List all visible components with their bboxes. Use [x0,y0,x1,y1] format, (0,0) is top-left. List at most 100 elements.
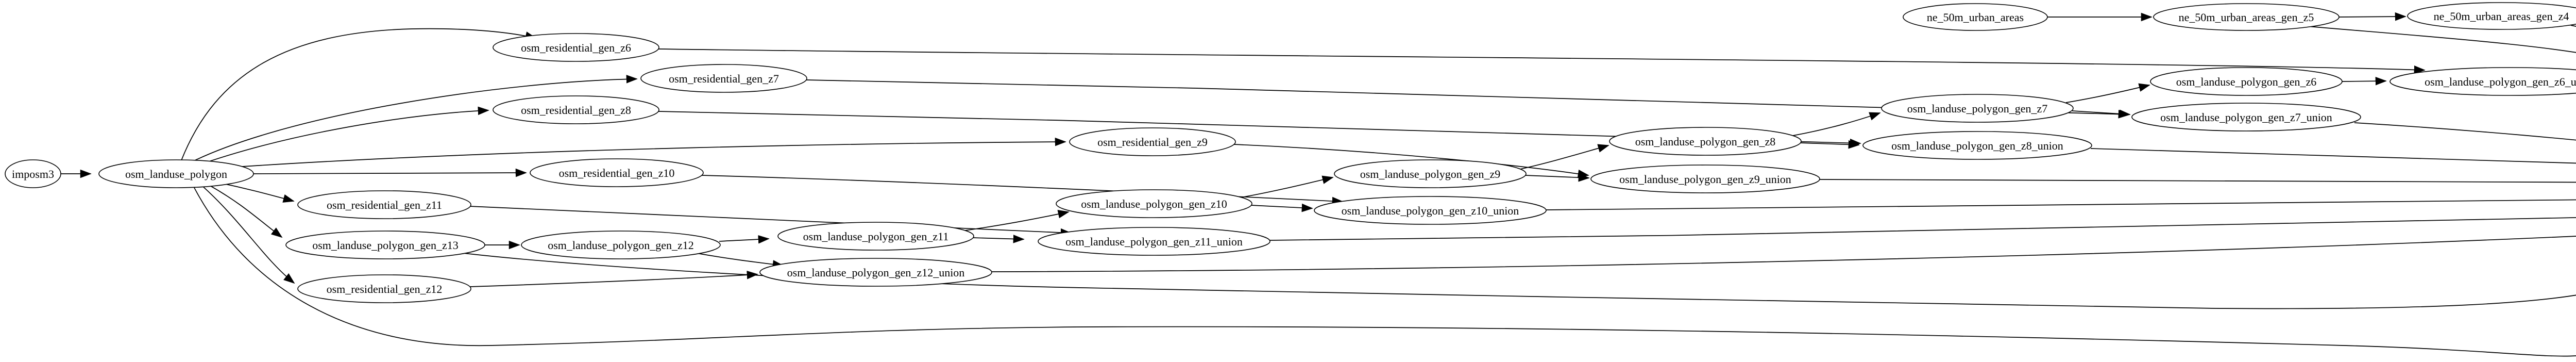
edge-osm_landuse_polygon_gen_z12_union-to-layer_landuse-z12 [991,236,2576,272]
node-ne_50m_urban_areas_gen_z5-label: ne_50m_urban_areas_gen_z5 [2179,11,2314,24]
node-ne_50m_urban_areas_gen_z4-shape [2407,2,2576,30]
node-osm_residential_gen_z8-shape [493,95,659,124]
node-osm_landuse_polygon_gen_z13: osm_landuse_polygon_gen_z13 [285,231,485,259]
node-osm_residential_gen_z12: osm_residential_gen_z12 [297,274,471,303]
edge-osm_landuse_polygon-to-osm_landuse_polygon_gen_z13 [208,184,283,238]
node-osm_landuse_polygon_gen_z6-label: osm_landuse_polygon_gen_z6 [2176,75,2317,88]
edge-osm_residential_gen_z6-to-osm_landuse_polygon_gen_z6_union [658,48,2426,74]
node-osm_landuse_polygon_gen_z9_union: osm_landuse_polygon_gen_z9_union [1590,164,1820,193]
node-osm_landuse_polygon_gen_z13-label: osm_landuse_polygon_gen_z13 [312,239,459,252]
edge-ne_50m_urban_areas_gen_z5-to-layer_landuse-z5 [2307,26,2576,53]
edge-osm_landuse_polygon_gen_z9_union-to-layer_landuse-z9 [1819,179,2576,183]
node-osm_landuse_polygon_gen_z6_union-label: osm_landuse_polygon_gen_z6_union [2425,75,2576,88]
node-osm_landuse_polygon-shape [98,159,254,188]
edge-osm_landuse_polygon-to-osm_residential_gen_z11 [218,182,295,203]
edge-osm_landuse_polygon_gen_z10-to-osm_landuse_polygon_gen_z10_union [1250,203,1313,212]
node-osm_landuse_polygon_gen_z9-shape [1334,159,1527,188]
edge-osm_landuse_polygon-to-osm_residential_gen_z9 [226,137,1066,168]
node-osm_landuse_polygon_gen_z8_union: osm_landuse_polygon_gen_z8_union [1862,131,2092,160]
node-osm_residential_gen_z11: osm_residential_gen_z11 [297,190,471,219]
node-osm_residential_gen_z9-label: osm_residential_gen_z9 [1097,136,1208,149]
node-osm_residential_gen_z12-shape [297,274,471,303]
node-osm_residential_gen_z7: osm_residential_gen_z7 [640,64,807,93]
node-osm_residential_gen_z10: osm_residential_gen_z10 [530,158,704,187]
edge-osm_landuse_polygon-to-layer_landuse-z14 [193,186,2576,357]
node-osm_landuse_polygon_gen_z10-shape [1056,189,1252,218]
node-osm_residential_gen_z7-shape [640,64,807,93]
node-osm_residential_gen_z9-shape [1069,127,1236,156]
node-osm_landuse_polygon_gen_z7-label: osm_landuse_polygon_gen_z7 [1907,102,2048,115]
edge-osm_landuse_polygon_gen_z9-to-osm_landuse_polygon_gen_z9_union [1524,173,1590,182]
node-osm_landuse_polygon_gen_z6: osm_landuse_polygon_gen_z6 [2150,67,2343,96]
node-imposm3-shape [5,159,61,188]
node-osm_landuse_polygon_gen_z7_union-shape [2131,103,2361,131]
node-osm_residential_gen_z8: osm_residential_gen_z8 [493,95,659,124]
node-osm_landuse_polygon_gen_z8_union-label: osm_landuse_polygon_gen_z8_union [1891,139,2063,152]
node-osm_landuse_polygon_gen_z7_union: osm_landuse_polygon_gen_z7_union [2131,103,2361,131]
node-osm_landuse_polygon_gen_z9-label: osm_landuse_polygon_gen_z9 [1360,168,1501,180]
node-osm_landuse_polygon_gen_z12_union: osm_landuse_polygon_gen_z12_union [759,258,992,287]
node-osm_landuse_polygon_gen_z13-shape [285,231,485,259]
node-osm_residential_gen_z8-label: osm_residential_gen_z8 [521,104,631,117]
edge-osm_residential_gen_z9-to-osm_landuse_polygon_gen_z9_union [1233,144,1589,178]
node-osm_landuse_polygon_gen_z12_union-shape [759,258,992,287]
node-osm_landuse_polygon_gen_z11: osm_landuse_polygon_gen_z11 [777,222,974,251]
node-osm_landuse_polygon_gen_z8-shape [1609,127,1802,156]
node-ne_50m_urban_areas-shape [1903,3,2048,31]
node-osm_landuse_polygon_gen_z6_union: osm_landuse_polygon_gen_z6_union [2389,67,2576,96]
edge-osm_residential_gen_z11-to-osm_landuse_polygon_gen_z11_union [469,206,1072,237]
node-osm_landuse_polygon: osm_landuse_polygon [98,159,254,188]
node-osm_landuse_polygon_gen_z6_union-shape [2389,67,2576,96]
edge-osm_landuse_polygon_gen_z8-to-osm_landuse_polygon_gen_z7 [1792,112,1881,136]
node-osm_residential_gen_z10-label: osm_residential_gen_z10 [559,167,675,179]
node-osm_landuse_polygon_gen_z10_union-shape [1314,196,1547,225]
node-ne_50m_urban_areas_gen_z5-shape [2153,3,2340,31]
node-osm_landuse_polygon_gen_z8: osm_landuse_polygon_gen_z8 [1609,127,1802,156]
node-ne_50m_urban_areas_gen_z5: ne_50m_urban_areas_gen_z5 [2153,3,2340,31]
edge-osm_landuse_polygon-to-osm_residential_gen_z12 [201,185,295,284]
node-osm_landuse_polygon_gen_z6-shape [2150,67,2343,96]
edge-osm_landuse_polygon_gen_z7_union-to-layer_landuse-z7 [2354,122,2576,141]
node-osm_residential_gen_z6-shape [493,33,659,62]
node-ne_50m_urban_areas_gen_z4: ne_50m_urban_areas_gen_z4 [2407,2,2576,30]
node-osm_landuse_polygon_gen_z7-shape [1881,94,2074,123]
node-osm_landuse_polygon_gen_z7_union-label: osm_landuse_polygon_gen_z7_union [2160,111,2332,124]
node-osm_landuse_polygon_gen_z10: osm_landuse_polygon_gen_z10 [1056,189,1252,218]
node-osm_residential_gen_z6-label: osm_residential_gen_z6 [521,41,631,54]
node-osm_landuse_polygon_gen_z11_union: osm_landuse_polygon_gen_z11_union [1038,227,1270,256]
node-osm_residential_gen_z7-label: osm_residential_gen_z7 [669,72,779,85]
node-osm_landuse_polygon_gen_z9_union-label: osm_landuse_polygon_gen_z9_union [1619,173,1791,186]
edge-osm_landuse_polygon_gen_z8_union-to-layer_landuse-z8 [2090,148,2576,164]
node-osm_landuse_polygon_gen_z11_union-label: osm_landuse_polygon_gen_z11_union [1065,235,1243,248]
edge-osm_landuse_polygon_gen_z12-to-osm_landuse_polygon_gen_z11 [719,235,770,244]
node-osm_landuse_polygon_gen_z10-label: osm_landuse_polygon_gen_z10 [1081,198,1227,210]
node-osm_landuse_polygon_gen_z10_union: osm_landuse_polygon_gen_z10_union [1314,196,1547,225]
edge-osm_landuse_polygon-to-osm_residential_gen_z7 [189,75,638,163]
node-osm_landuse_polygon_gen_z11_union-shape [1038,227,1270,256]
edge-osm_landuse_polygon_gen_z7-to-osm_landuse_polygon_gen_z6 [2065,83,2150,103]
node-osm_residential_gen_z10-shape [530,158,704,187]
node-osm_landuse_polygon_gen_z11-shape [777,222,974,251]
edge-osm_landuse_polygon_gen_z11-to-osm_landuse_polygon_gen_z11_union [972,235,1025,243]
node-osm_landuse_polygon_gen_z10_union-label: osm_landuse_polygon_gen_z10_union [1342,204,1519,217]
edge-osm_landuse_polygon_gen_z12-to-osm_landuse_polygon_gen_z12_union [696,253,784,269]
node-ne_50m_urban_areas-label: ne_50m_urban_areas [1927,11,2024,24]
node-imposm3: imposm3 [5,159,61,188]
edge-osm_landuse_polygon-to-osm_residential_gen_z6 [181,28,537,161]
node-osm_landuse_polygon_gen_z12-shape [521,231,721,259]
edge-osm_landuse_polygon-to-osm_residential_gen_z8 [195,106,489,167]
node-osm_residential_gen_z12-label: osm_residential_gen_z12 [327,283,443,295]
edge-osm_landuse_polygon_gen_z9-to-osm_landuse_polygon_gen_z8 [1517,144,1609,170]
edge-osm_landuse_polygon-to-osm_residential_gen_z10 [253,168,527,177]
node-imposm3-label: imposm3 [12,168,54,180]
edge-osm_residential_gen_z10-to-osm_landuse_polygon_gen_z10_union [701,175,1344,206]
edge-osm_landuse_polygon_gen_z10-to-osm_landuse_polygon_gen_z9 [1240,175,1334,198]
node-osm_landuse_polygon_gen_z12: osm_landuse_polygon_gen_z12 [521,231,721,259]
edge-osm_landuse_polygon_gen_z8-to-osm_landuse_polygon_gen_z8_union [1800,140,1860,149]
node-osm_landuse_polygon_gen_z9: osm_landuse_polygon_gen_z9 [1334,159,1527,188]
node-ne_50m_urban_areas_gen_z4-label: ne_50m_urban_areas_gen_z4 [2434,10,2569,23]
node-osm_residential_gen_z6: osm_residential_gen_z6 [493,33,659,62]
node-osm_landuse_polygon_gen_z11-label: osm_landuse_polygon_gen_z11 [803,230,949,243]
